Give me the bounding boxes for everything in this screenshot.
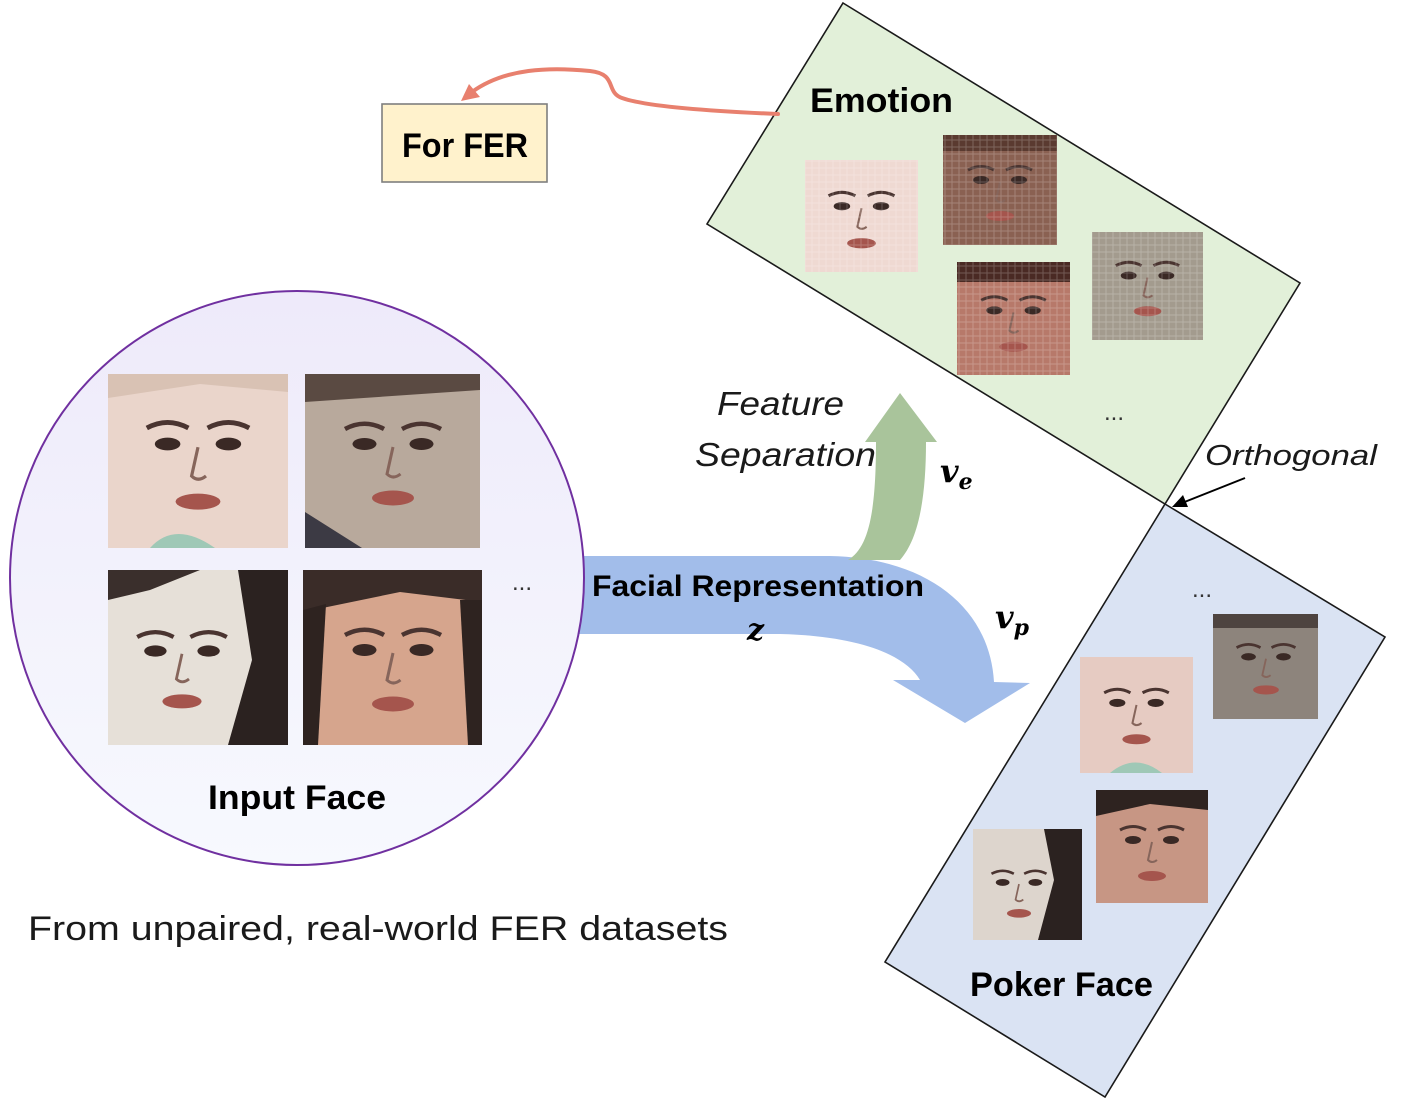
emotion-face-image <box>943 135 1057 245</box>
orthogonal-label: Orthogonal <box>1205 440 1379 472</box>
input-face-image <box>305 374 480 548</box>
poker-face-image <box>1080 657 1193 773</box>
feature-separation-label-line1: Feature <box>717 385 844 422</box>
emotion-face-image <box>957 262 1070 375</box>
for-fer-box <box>382 104 547 182</box>
source-note: From unpaired, real-world FER datasets <box>28 910 728 948</box>
representation-symbol: z <box>746 613 765 648</box>
facial-representation-label: Facial Representation <box>592 570 924 603</box>
emotion-vector-symbol: ve <box>940 452 973 495</box>
emotion-panel <box>705 1 1302 506</box>
for-fer-box-border <box>381 103 548 183</box>
emotion-ellipsis: ... <box>1104 399 1124 426</box>
feature-separation-label-line2: Separation <box>695 436 876 473</box>
poker-vector-symbol: vp <box>995 598 1030 641</box>
input-face-image <box>303 570 482 745</box>
poker-face-image <box>1096 790 1208 903</box>
poker-ellipsis: ... <box>1192 576 1212 603</box>
fer-feedback-arrow <box>470 67 780 116</box>
representation-arrow <box>570 556 1030 723</box>
fer-feedback-arrowhead <box>461 84 480 101</box>
poker-face-label: Poker Face <box>970 966 1153 1004</box>
input-face-label: Input Face <box>208 779 386 817</box>
poker-face-image <box>1213 614 1318 719</box>
for-fer-label: For FER <box>402 127 528 165</box>
orthogonal-pointer-arrow <box>1181 477 1246 504</box>
input-face-image <box>108 374 288 548</box>
orthogonal-pointer-arrowhead <box>1172 495 1188 507</box>
emotion-face-image <box>805 160 918 272</box>
poker-face-image <box>973 829 1082 940</box>
emotion-face-image <box>1092 232 1203 340</box>
emotion-label: Emotion <box>810 82 953 120</box>
feature-separation-arrow <box>848 393 937 560</box>
input-face-image <box>108 570 288 745</box>
input-ellipsis: ... <box>512 569 532 596</box>
